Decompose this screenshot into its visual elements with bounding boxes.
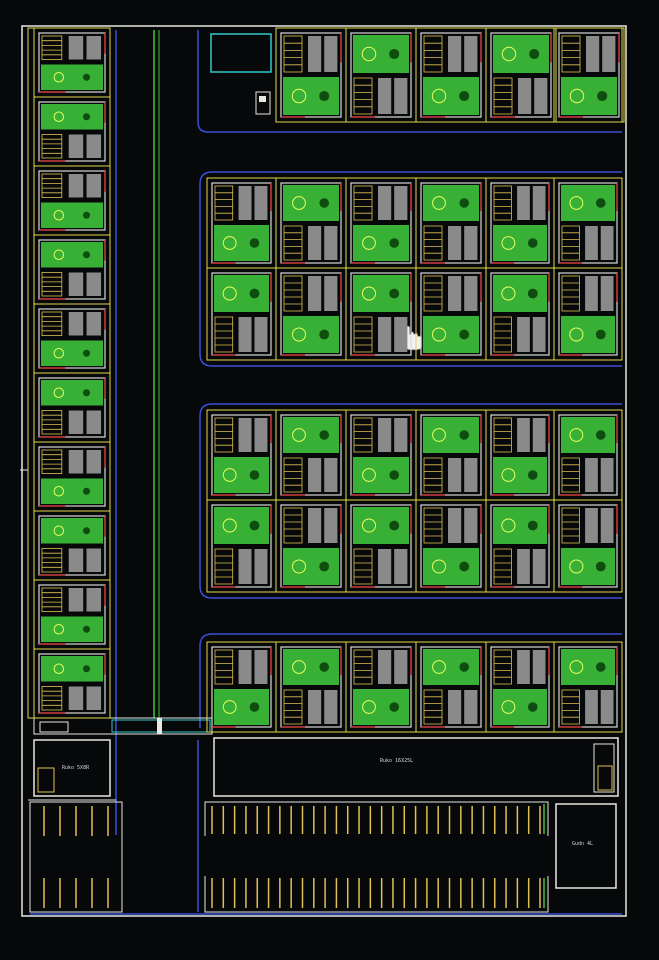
cyan-utility-box: [210, 33, 272, 73]
block-unit: [275, 499, 347, 593]
block-unit: [415, 641, 487, 733]
block-unit: [415, 409, 487, 501]
block-unit: [553, 499, 623, 593]
small-kiosk: [255, 91, 271, 115]
block-unit: [415, 267, 487, 361]
gate-booth: [39, 721, 69, 733]
block-unit: [345, 499, 417, 593]
parking-main-outline-bottom: [204, 876, 549, 913]
left-strip-unit: [33, 234, 111, 305]
block-unit: [345, 641, 417, 733]
top-row-unit: [485, 27, 557, 123]
building-b-outline: [213, 737, 619, 797]
site-boundary: [21, 25, 627, 917]
block-unit: [553, 409, 623, 501]
left-strip-unit: [33, 372, 111, 443]
left-strip-unit: [33, 510, 111, 581]
building-a-outline: [33, 739, 111, 797]
parking-main-outline-top: [204, 801, 549, 836]
top-row-unit: [553, 27, 625, 123]
block-unit: [206, 499, 277, 593]
block-unit: [553, 267, 623, 361]
block-unit: [553, 641, 623, 733]
building-b-label: Ruko 16X25L: [380, 758, 413, 764]
block-unit: [485, 499, 555, 593]
building-a-stair: [37, 767, 55, 793]
left-strip-unit: [33, 96, 111, 167]
building-c-label: Gudn 4L: [572, 841, 593, 847]
block-unit: [485, 177, 555, 269]
parking-stalls: [43, 806, 541, 908]
left-strip-unit: [33, 27, 111, 98]
building-b-core: [593, 743, 615, 793]
building-a-label: Ruko 5X8R: [62, 765, 90, 771]
building-c-outline: [555, 803, 617, 889]
block-unit: [275, 641, 347, 733]
block-1-road-edge: [199, 171, 622, 367]
block-unit: [206, 641, 277, 733]
gate-post: [157, 718, 162, 734]
block-3-road-edge: [199, 633, 622, 728]
left-strip-unit: [33, 441, 111, 512]
residential-units: [33, 27, 625, 733]
block-unit: [485, 267, 555, 361]
left-strip-unit: [33, 648, 111, 719]
block-2-road-edge: [199, 403, 622, 599]
block-unit: [206, 267, 277, 361]
block-unit: [553, 177, 623, 269]
small-kiosk-inner: [259, 96, 266, 102]
block-unit: [275, 267, 347, 361]
block-unit: [345, 177, 417, 269]
block-unit: [275, 409, 347, 501]
top-block-road-edge: [197, 30, 622, 133]
left-strip-unit: [33, 579, 111, 650]
left-strip-unit: [33, 303, 111, 374]
block-unit: [415, 499, 487, 593]
building-b-stair: [597, 765, 613, 791]
parking-left-outline: [29, 801, 123, 913]
